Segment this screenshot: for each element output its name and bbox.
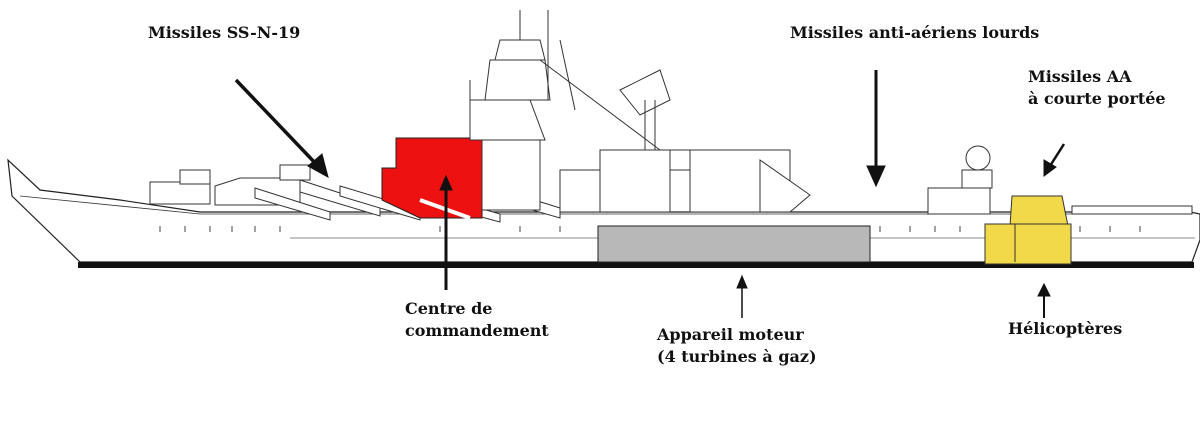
- hull-waterline: [78, 262, 1194, 268]
- engine-room-block: [597, 225, 871, 263]
- portholes: [159, 226, 1141, 232]
- label-short-range-aa-line2: à courte portée: [1028, 89, 1166, 108]
- helicopter-hangar-block: [984, 195, 1072, 265]
- aft-superstructure: [927, 145, 1193, 215]
- aft-mast: [559, 69, 811, 213]
- label-command-center-line1: Centre de: [405, 299, 493, 318]
- pointer-arrows: [234, 70, 1066, 318]
- label-engine-line2: (4 turbines à gaz): [657, 347, 817, 366]
- label-command-center: Centre de commandement: [405, 298, 549, 342]
- label-helicopters: Hélicoptères: [1008, 319, 1123, 338]
- label-command-center-line2: commandement: [405, 321, 549, 340]
- label-engine-line1: Appareil moteur: [657, 325, 804, 344]
- label-short-range-aa-line1: Missiles AA: [1028, 67, 1132, 86]
- label-ssn19-missiles: Missiles SS-N-19: [148, 23, 301, 42]
- bridge-structure: [469, 10, 661, 211]
- command-center-block: [381, 137, 483, 220]
- label-engine: Appareil moteur (4 turbines à gaz): [657, 324, 817, 368]
- label-short-range-aa-missiles: Missiles AA à courte portée: [1028, 66, 1166, 110]
- deck-line: [19, 195, 1190, 215]
- label-heavy-aa-missiles: Missiles anti-aériens lourds: [790, 23, 1040, 42]
- hull: [7, 158, 1200, 263]
